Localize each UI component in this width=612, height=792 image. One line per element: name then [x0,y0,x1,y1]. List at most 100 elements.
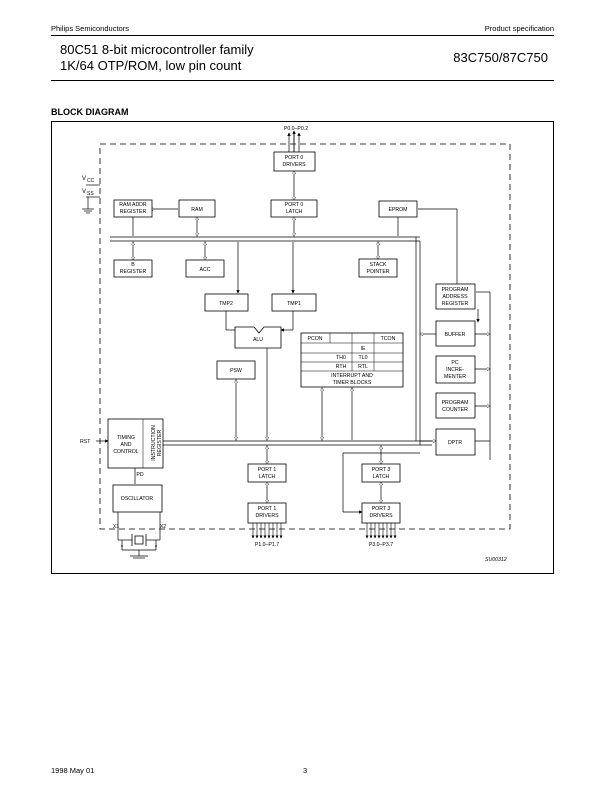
ram-addr-l1: RAM ADDR [119,202,147,208]
vcc-sub: CC [87,178,95,184]
port0-latch-l2: LATCH [286,209,303,215]
stack-pointer-l1: STACK [370,262,387,268]
acc-label: ACC [200,267,211,273]
port3-pins: P3.0–P3.7 [369,542,393,548]
sfr-caption-l1: INTERRUPT AND [331,373,373,379]
pin-label-p0: P0.0–P0.2 [284,126,308,132]
pd-label: PD [136,472,143,478]
tmp2-label: TMP2 [219,301,233,307]
stack-pointer-block [358,258,398,278]
document-type: Product specification [484,24,554,33]
vcc-v: V [82,176,86,182]
port3-latch-l1: PORT 3 [372,467,391,473]
pc-inc-l2: INCRE- [446,367,464,373]
timing-control-block [107,418,164,469]
rth-label: RTH [336,364,347,370]
rtl-label: RTL [358,364,368,370]
th0-label: TH0 [336,355,346,361]
eprom-label: EPROM [388,207,407,213]
buffer-label: BUFFER [445,332,466,338]
title-line-2: 1K/64 OTP/ROM, low pin count [60,58,242,73]
page-number: 3 [303,766,308,775]
figure-frame [51,121,554,574]
alu-block [234,326,282,349]
footer-date: 1998 May 01 [51,766,95,775]
dptr-block [435,428,476,456]
rst-label: RST [80,439,91,445]
pc-inc-l1: PC [451,360,458,366]
section-title: BLOCK DIAGRAM [51,107,129,117]
sfr-caption-l2: TIMER BLOCKS [333,380,372,386]
port1-latch-l2: LATCH [259,474,276,480]
port0-drivers-l1: PORT 0 [285,155,304,161]
alu-label: ALU [253,337,263,343]
port1-drivers-l2: DRIVERS [255,513,279,519]
instr-reg-l2: REGISTER [157,429,163,456]
pc-l2: COUNTER [442,407,468,413]
ram-addr-l2: REGISTER [120,209,147,215]
timing-l3: CONTROL [113,449,138,455]
pc-inc-l3: MENTER [444,374,466,380]
timing-l1: TIMING [117,435,135,441]
pcon-label: PCON [308,336,323,342]
tmp1-label: TMP1 [287,301,301,307]
port3-latch-block [361,463,401,483]
port0-drivers-block [273,151,316,172]
chip-boundary [99,143,511,530]
connections [82,130,490,559]
oscillator-label: OSCILLATOR [121,496,154,502]
port0-latch-l1: PORT 0 [285,202,304,208]
port1-latch-l1: PORT 1 [258,467,277,473]
oscillator-block [112,484,163,513]
tcon-label: TCON [381,336,396,342]
pc-incrementer-block [435,355,476,384]
header-rule [51,35,554,36]
dptr-label: DPTR [448,440,462,446]
port0-drivers-l2: DRIVERS [282,162,306,168]
b-register-l2: REGISTER [120,269,147,275]
par-l1: PROGRAM [442,287,469,293]
b-register-l1: B [131,262,135,268]
par-l2: ADDRESS [442,294,468,300]
port3-drivers-l1: PORT 3 [372,506,391,512]
par-l3: REGISTER [442,301,469,307]
stack-pointer-l2: POINTER [366,269,389,275]
port1-drivers-l1: PORT 1 [258,506,277,512]
crystal [121,534,157,547]
buffer-block [435,320,476,347]
vss-sub: SS [87,191,94,197]
port1-pins: P1.0–P1.7 [255,542,279,548]
instr-reg-l1: INSTRUCTION [151,425,157,461]
title-line-1: 80C51 8-bit microcontroller family [60,42,254,57]
ram-label: RAM [191,207,203,213]
figure-id: SU00312 [485,557,507,563]
psw-block [216,360,256,380]
company-name: Philips Semiconductors [51,24,129,33]
port3-drivers-block [361,502,401,524]
tmp1-block [271,293,317,312]
internal-bus [110,236,432,446]
b-register-block [113,259,153,278]
ram-block [178,199,216,218]
psw-label: PSW [230,368,242,374]
tl0-label: TL0 [359,355,368,361]
ie-label: IE [361,346,366,352]
eprom-block [378,200,418,218]
port3-drivers-l2: DRIVERS [369,513,393,519]
port3-latch-l2: LATCH [373,474,390,480]
port1-latch-block [247,463,287,483]
port-pins [251,523,397,539]
pc-l1: PROGRAM [442,400,469,406]
x1-label: X1 [113,524,119,530]
program-address-register-block [435,283,476,310]
timing-l2: AND [121,442,132,448]
tmp2-block [204,293,249,312]
ram-addr-register-block [113,199,153,218]
port0-latch-block [270,199,318,218]
port1-drivers-block [247,502,287,524]
acc-block [185,259,225,278]
x2-label: X2 [160,524,166,530]
vss-v: V [82,189,86,195]
title-rule [51,80,554,81]
